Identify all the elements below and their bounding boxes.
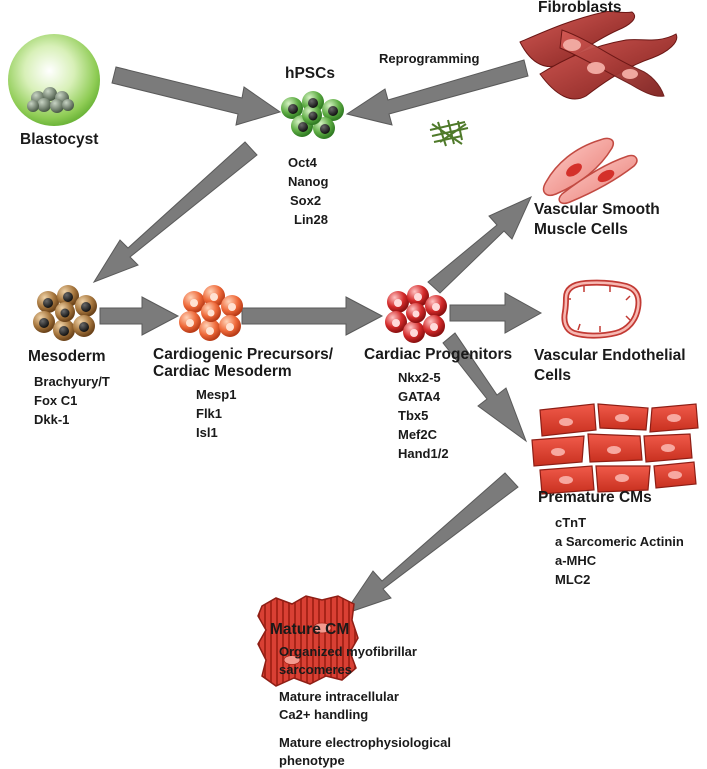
mesoderm-label: Mesoderm — [28, 348, 106, 365]
arrow-fibroblasts-to-hpscs — [345, 59, 529, 126]
fibroblast-icon — [519, 10, 678, 100]
premature-cms-marker: a-MHC — [555, 553, 597, 568]
mesoderm-marker: Brachyury/T — [34, 374, 110, 389]
arrow-blastocyst-to-hpscs — [111, 66, 282, 126]
mature-cm-feature-line: Ca2+ handling — [279, 706, 369, 722]
vsmc-label-line1: Vascular Smooth — [534, 201, 660, 218]
mature-cm-feature-line: phenotype — [279, 752, 345, 768]
blastocyst-label: Blastocyst — [20, 131, 99, 148]
smooth-muscle-cell-icon — [542, 137, 638, 205]
endothelial-ring-icon — [561, 279, 642, 339]
premature-cms-marker-list: cTnT a Sarcomeric Actinin a-MHC MLC2 — [555, 513, 684, 589]
arrow-progenitors-to-vec — [449, 292, 543, 334]
mature-cm-feature-2: Mature intracellular Ca2+ handling — [279, 688, 399, 723]
reprogramming-label: Reprogramming — [379, 51, 480, 66]
hpscs-marker-list: Oct4 Nanog Sox2 Lin28 — [286, 153, 328, 229]
vec-label-line2: Cells — [534, 367, 572, 384]
mesoderm-marker: Dkk-1 — [34, 412, 70, 427]
mature-cm-feature-1: Organized myofibrillar sarcomeres — [279, 643, 417, 678]
cardiac-progenitors-marker: Tbx5 — [398, 408, 429, 423]
cardiac-progenitors-label: Cardiac Progenitors — [364, 346, 513, 363]
arrow-premature-cms-to-mature-cm — [342, 472, 519, 615]
blastocyst-icon — [8, 34, 100, 126]
arrow-hpscs-to-mesoderm — [92, 141, 258, 284]
fibroblasts-label: Fibroblasts — [538, 0, 622, 16]
cardiac-progenitors-marker: Nkx2-5 — [398, 370, 441, 385]
mature-cm-feature-3: Mature electrophysiological phenotype — [279, 734, 451, 769]
arrow-cardiogenic-to-progenitors — [241, 296, 384, 336]
arrow-progenitors-to-premature-cms — [442, 332, 528, 443]
cardiac-progenitors-marker: Hand1/2 — [398, 446, 449, 461]
mesoderm-marker-list: Brachyury/T Fox C1 Dkk-1 — [34, 372, 110, 429]
premature-cms-label: Premature CMs — [538, 489, 652, 506]
hpscs-marker: Lin28 — [294, 212, 328, 227]
cardiogenic-marker: Flk1 — [196, 406, 223, 421]
mature-cm-icon — [257, 595, 359, 687]
cardiac-progenitors-marker: Mef2C — [398, 427, 438, 442]
mature-cm-label: Mature CM — [270, 621, 350, 638]
hpscs-marker: Sox2 — [290, 193, 322, 208]
premature-cms-marker: a Sarcomeric Actinin — [555, 534, 684, 549]
cardiogenic-cluster-icon — [179, 285, 243, 341]
arrow-progenitors-to-vsmc — [427, 195, 533, 294]
cardiac-progenitors-marker-list: Nkx2-5 GATA4 Tbx5 Mef2C Hand1/2 — [398, 368, 449, 463]
hpscs-marker: Nanog — [288, 174, 329, 189]
cardiogenic-marker: Isl1 — [196, 425, 218, 440]
vec-label-line1: Vascular Endothelial — [534, 347, 686, 364]
arrow-mesoderm-to-cardiogenic — [99, 296, 180, 336]
mature-cm-feature-line: Mature intracellular — [279, 689, 399, 704]
cardiogenic-label-line2: Cardiac Mesoderm — [153, 363, 292, 380]
mesoderm-cluster-icon — [33, 285, 97, 341]
premature-cms-marker: MLC2 — [555, 572, 591, 587]
vsmc-label-line2: Muscle Cells — [534, 221, 628, 238]
extracellular-matrix-icon — [429, 119, 469, 147]
progenitor-cluster-icon — [385, 285, 447, 343]
cardiogenic-label-line1: Cardiogenic Precursors/ — [153, 346, 334, 363]
mature-cm-feature-line: sarcomeres — [279, 661, 352, 677]
hpscs-label: hPSCs — [285, 65, 335, 82]
cardiogenic-marker: Mesp1 — [196, 387, 237, 402]
hpscs-marker: Oct4 — [288, 155, 317, 170]
cardiac-progenitors-marker: GATA4 — [398, 389, 441, 404]
cardiogenic-marker-list: Mesp1 Flk1 Isl1 — [196, 385, 236, 442]
mature-cm-feature-line: Organized myofibrillar — [279, 644, 417, 659]
mesoderm-marker: Fox C1 — [34, 393, 78, 408]
premature-cms-marker: cTnT — [555, 515, 587, 530]
premature-cm-sheet-icon — [531, 403, 699, 495]
hpsc-cluster-icon — [281, 91, 344, 139]
mature-cm-feature-line: Mature electrophysiological — [279, 735, 451, 750]
